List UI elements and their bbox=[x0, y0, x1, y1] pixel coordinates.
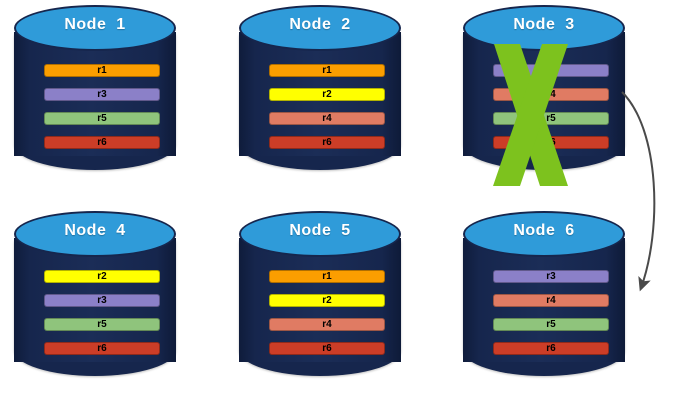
cylinder-top bbox=[239, 211, 401, 257]
node-3-label: Node 3 bbox=[513, 16, 575, 33]
replica-bar[interactable]: r6 bbox=[44, 342, 160, 355]
node-2[interactable]: Node 2 r1 r2 r4 r6 bbox=[225, 2, 415, 180]
replica-bar[interactable]: r4 bbox=[493, 294, 609, 307]
replica-bar[interactable]: r4 bbox=[269, 112, 385, 125]
node-5-label: Node 5 bbox=[289, 222, 351, 239]
replica-bar[interactable]: r4 bbox=[269, 318, 385, 331]
node-5[interactable]: Node 5 r1 r2 r4 r6 bbox=[225, 208, 415, 386]
replica-bar[interactable]: r6 bbox=[269, 342, 385, 355]
node-2-replica-list: r1 r2 r4 r6 bbox=[269, 64, 385, 160]
node-4-replica-list: r2 r3 r5 r6 bbox=[44, 270, 160, 366]
replica-bar[interactable]: r5 bbox=[493, 112, 609, 125]
node-6-replica-list: r3 r4 r5 r6 bbox=[493, 270, 609, 366]
replica-bar[interactable]: r3 bbox=[493, 270, 609, 283]
cylinder-top bbox=[14, 5, 176, 51]
replica-bar[interactable]: r2 bbox=[44, 270, 160, 283]
replica-bar[interactable]: r3 bbox=[493, 64, 609, 77]
replica-bar[interactable]: r6 bbox=[493, 136, 609, 149]
replica-bar[interactable]: r3 bbox=[44, 294, 160, 307]
replica-bar[interactable]: r6 bbox=[269, 136, 385, 149]
replica-bar[interactable]: r4 bbox=[493, 88, 609, 101]
cylinder-top bbox=[463, 211, 625, 257]
replica-bar[interactable]: r5 bbox=[493, 318, 609, 331]
cylinder-top bbox=[239, 5, 401, 51]
replica-bar[interactable]: r5 bbox=[44, 112, 160, 125]
node-3[interactable]: Node 3 r3 r4 r5 r6 bbox=[449, 2, 639, 180]
replica-bar[interactable]: r6 bbox=[493, 342, 609, 355]
replica-bar[interactable]: r2 bbox=[269, 88, 385, 101]
node-6[interactable]: Node 6 r3 r4 r5 r6 bbox=[449, 208, 639, 386]
node-6-label: Node 6 bbox=[513, 222, 575, 239]
replica-bar[interactable]: r1 bbox=[269, 64, 385, 77]
node-4[interactable]: Node 4 r2 r3 r5 r6 bbox=[0, 208, 190, 386]
node-1[interactable]: Node 1 r1 r3 r5 r6 bbox=[0, 2, 190, 180]
node-3-replica-list: r3 r4 r5 r6 bbox=[493, 64, 609, 160]
replica-bar[interactable]: r5 bbox=[44, 318, 160, 331]
node-2-label: Node 2 bbox=[289, 16, 351, 33]
node-1-label: Node 1 bbox=[64, 16, 126, 33]
replica-bar[interactable]: r6 bbox=[44, 136, 160, 149]
replica-bar[interactable]: r1 bbox=[44, 64, 160, 77]
replica-bar[interactable]: r2 bbox=[269, 294, 385, 307]
replica-bar[interactable]: r1 bbox=[269, 270, 385, 283]
node-1-replica-list: r1 r3 r5 r6 bbox=[44, 64, 160, 160]
cylinder-top bbox=[14, 211, 176, 257]
node-4-label: Node 4 bbox=[64, 222, 126, 239]
replica-bar[interactable]: r3 bbox=[44, 88, 160, 101]
node-5-replica-list: r1 r2 r4 r6 bbox=[269, 270, 385, 366]
